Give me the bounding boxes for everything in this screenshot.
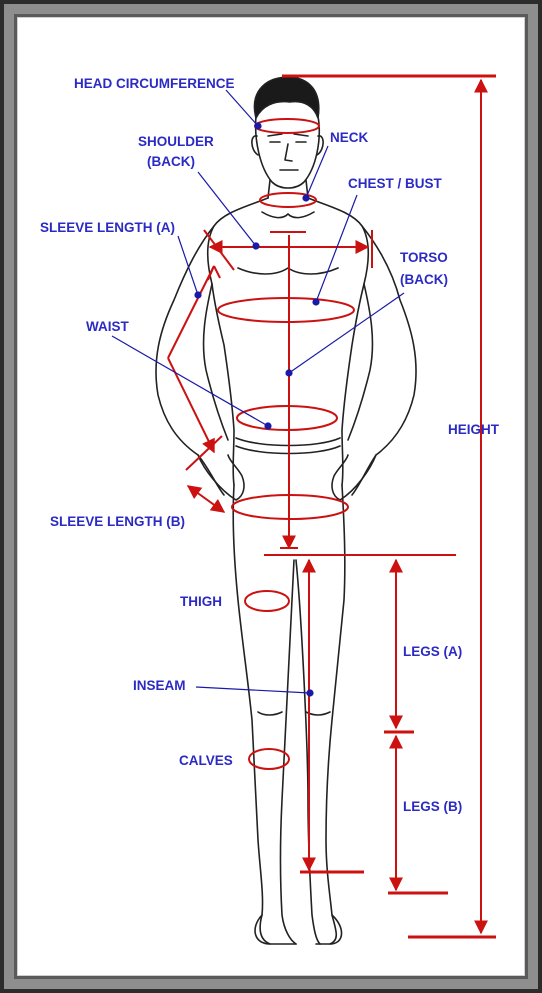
label-sleeve-length-b: SLEEVE LENGTH (B) (50, 514, 185, 529)
label-head-circumference: HEAD CIRCUMFERENCE (74, 76, 235, 91)
hair (254, 77, 318, 118)
label-legs-b: LEGS (B) (403, 799, 462, 814)
thigh-band (245, 591, 289, 611)
label-waist: WAIST (86, 319, 130, 334)
label-legs-a: LEGS (A) (403, 644, 462, 659)
label-chest-bust: CHEST / BUST (348, 176, 443, 191)
label-height: HEIGHT (448, 422, 500, 437)
head-outline (256, 116, 320, 188)
label-shoulder-line2: (BACK) (147, 154, 195, 169)
label-torso-line1: TORSO (400, 250, 448, 265)
brow-left (268, 134, 282, 136)
collar-detail (262, 212, 314, 218)
label-sleeve-length-a: SLEEVE LENGTH (A) (40, 220, 175, 235)
sleeve-b-arrow (188, 486, 224, 512)
label-inseam: INSEAM (133, 678, 186, 693)
label-neck: NECK (330, 130, 369, 145)
brow-right (294, 134, 308, 136)
leg-right-outer (326, 485, 345, 944)
chest-band (218, 298, 354, 322)
knee-left (258, 712, 282, 715)
calf-band (249, 749, 289, 769)
foot-right (316, 915, 342, 944)
label-shoulder-line1: SHOULDER (138, 134, 214, 149)
head-circumference-band (255, 119, 319, 133)
sleeve-a-end-tick (186, 436, 222, 470)
nose (285, 144, 292, 161)
arm-left (156, 226, 228, 495)
label-torso-line2: (BACK) (400, 272, 448, 287)
arm-right (348, 226, 416, 495)
label-calves: CALVES (179, 753, 233, 768)
label-thigh: THIGH (180, 594, 222, 609)
waist-band (237, 406, 337, 430)
hand-left (198, 455, 244, 500)
